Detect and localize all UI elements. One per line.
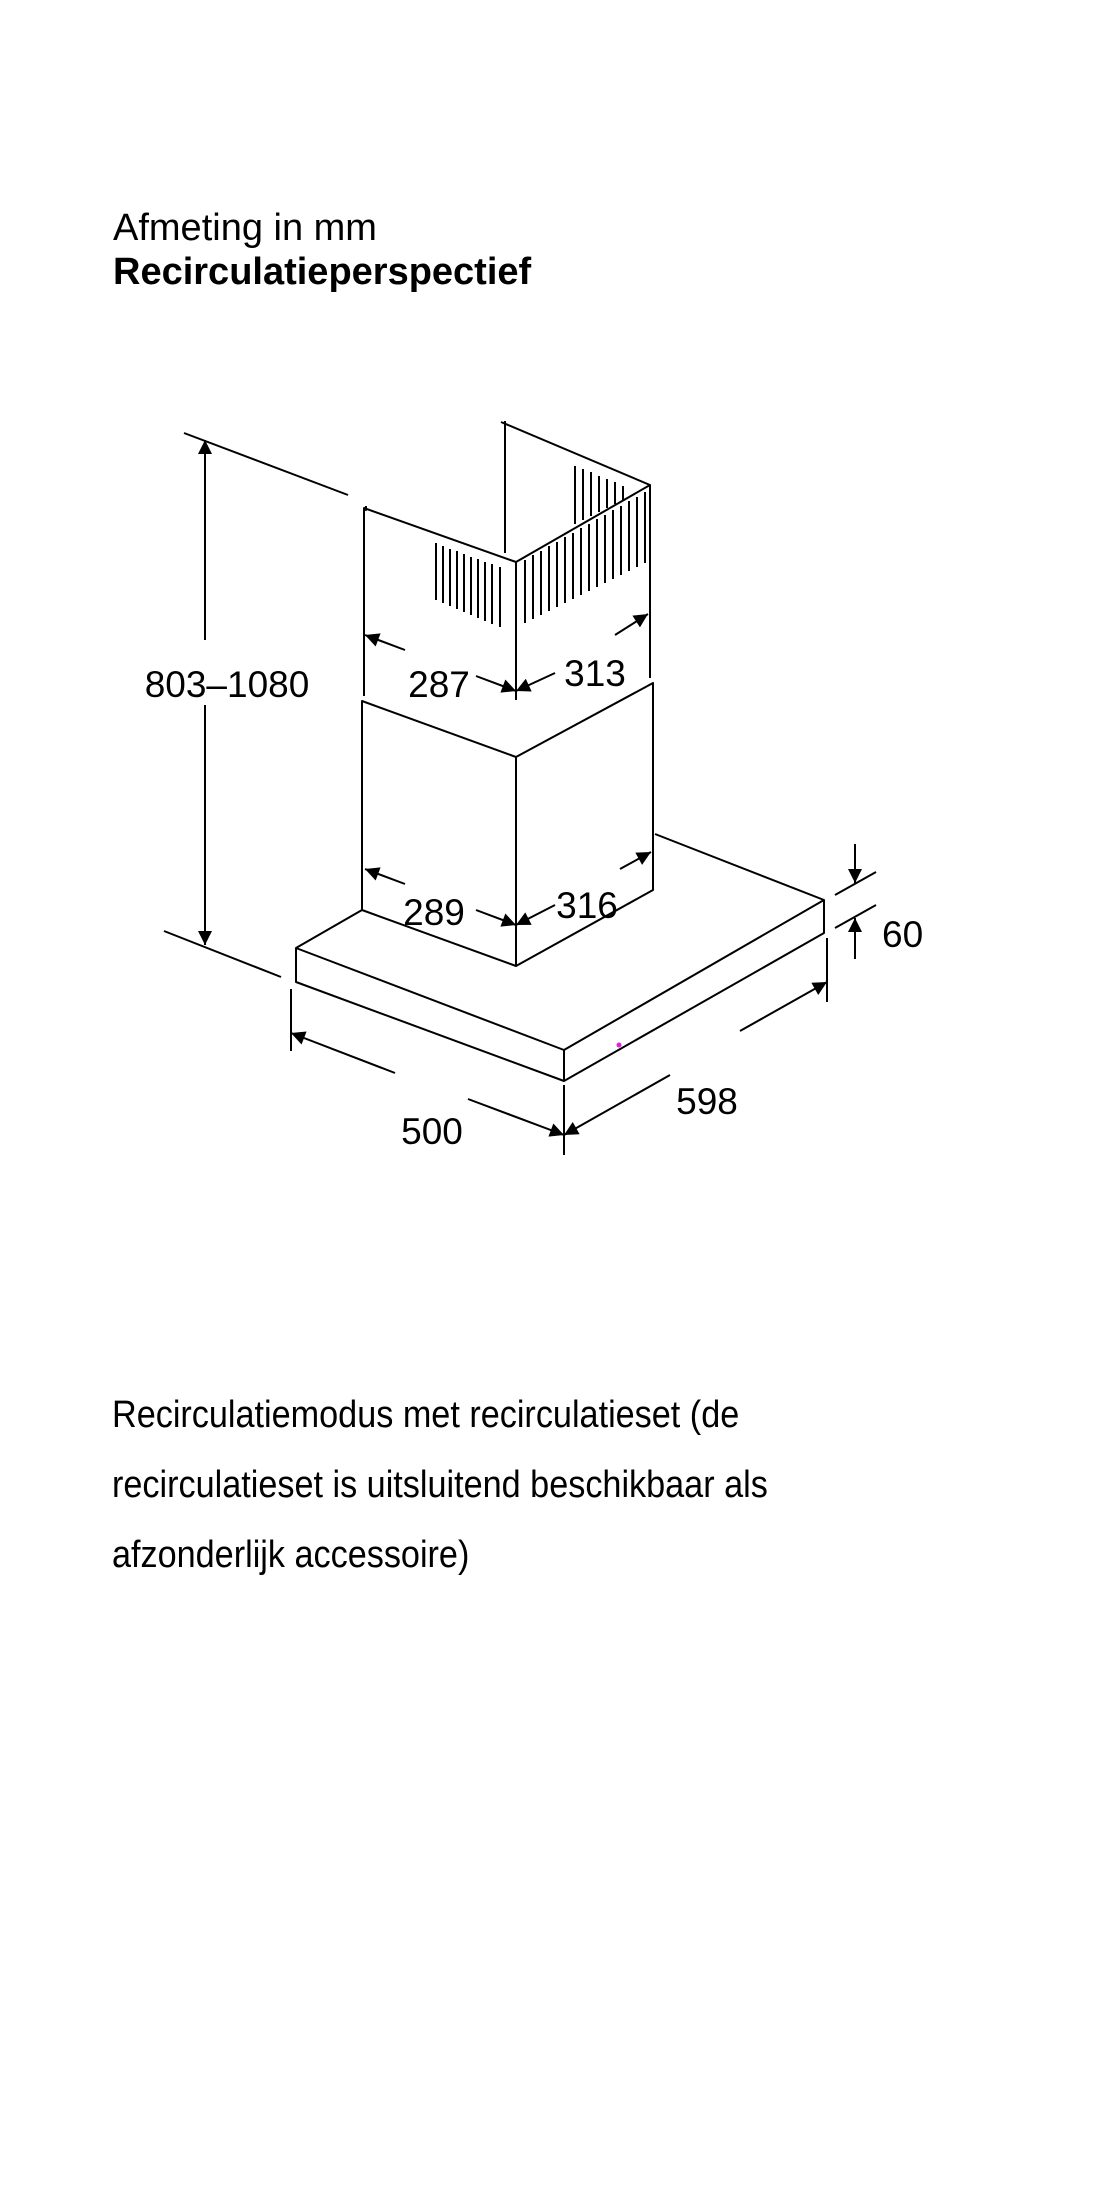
dim-hood-depth: 500 xyxy=(401,1111,463,1152)
hood-dimension-diagram: 803–1080 287 313 289 316 500 598 60 xyxy=(145,421,923,1155)
height-dimension xyxy=(163,432,349,978)
page-title: Afmeting in mm xyxy=(113,207,377,249)
page-subtitle: Recirculatieperspectief xyxy=(113,251,532,293)
hood-canopy xyxy=(295,833,825,1082)
base-dimensions xyxy=(290,844,877,1155)
dim-upper-width: 313 xyxy=(564,653,626,694)
dim-upper-depth: 287 xyxy=(408,664,470,705)
dim-lower-width: 316 xyxy=(556,885,618,926)
vent-slots xyxy=(435,466,646,627)
chimney-dimensions xyxy=(364,613,652,927)
description-line: afzonderlijk accessoire) xyxy=(112,1534,470,1576)
description-line: recirculatieset is uitsluitend beschikba… xyxy=(112,1464,768,1506)
dim-hood-width: 598 xyxy=(676,1081,738,1122)
dim-lower-depth: 289 xyxy=(403,892,465,933)
description-line: Recirculatiemodus met recirculatieset (d… xyxy=(112,1394,740,1436)
dim-total-height: 803–1080 xyxy=(145,664,310,705)
marker-dot xyxy=(616,1042,622,1048)
description: Recirculatiemodus met recirculatieset (d… xyxy=(112,1380,768,1590)
dim-hood-thickness: 60 xyxy=(882,914,923,955)
upper-chimney xyxy=(363,421,651,700)
